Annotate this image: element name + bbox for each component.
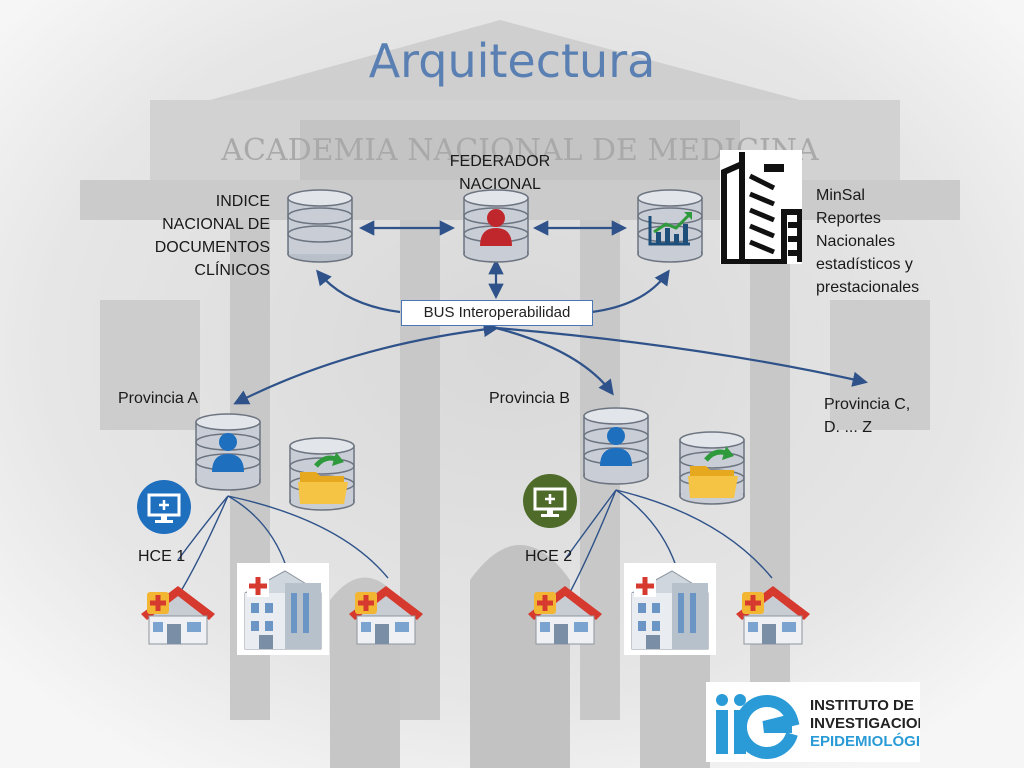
logo-line1: INSTITUTO DE — [810, 697, 914, 714]
iie-logo-graphic: INSTITUTO DE INVESTIGACIONES EPIDEMIOLÓG… — [716, 694, 952, 759]
folder-icon — [298, 452, 348, 504]
link-bus-provincia-a — [233, 321, 500, 405]
indice-database-icon — [287, 189, 353, 263]
reportes-database-icon — [637, 189, 703, 263]
link-prov-b-clinic1 — [567, 489, 617, 597]
link-prov-b-hospital — [615, 489, 677, 567]
hce1-label: HCE 1 — [138, 548, 186, 565]
building-inscription: ACADEMIA NACIONAL DE MEDICINA — [220, 133, 819, 168]
folder-icon — [688, 446, 738, 498]
provincia-c-label-line1: Provincia C, — [824, 396, 911, 413]
provincia-b-label: Provincia B — [489, 390, 570, 407]
link-prov-b-clinic2 — [615, 489, 773, 579]
hce2-label: HCE 2 — [525, 548, 573, 565]
federador-label-line2: NACIONAL — [459, 176, 541, 193]
clinic-icon — [349, 586, 423, 645]
page-title: Arquitectura — [368, 34, 656, 88]
logo-line2: INVESTIGACIONES — [810, 715, 920, 732]
clinic-icon — [528, 586, 602, 645]
clinic-icon — [141, 586, 215, 645]
minsal-label-line1: MinSal — [816, 187, 865, 204]
federador-label-line1: FEDERADOR — [449, 153, 551, 170]
provincia-c-label-line2: D. ... Z — [824, 419, 872, 436]
minsal-label-line5: prestacionales — [816, 279, 920, 296]
building-icon — [720, 150, 802, 264]
link-bus-reportes — [591, 269, 670, 314]
link-prov-b-hce2 — [565, 489, 617, 559]
provincia-a-database-icon — [195, 413, 261, 491]
hospital-icon — [624, 563, 716, 655]
link-prov-a-clinic1 — [177, 495, 229, 597]
link-bus-provincia-c — [495, 326, 869, 387]
iie-logo: INSTITUTO DE INVESTIGACIONES EPIDEMIOLÓG… — [706, 682, 952, 762]
clinic-icon — [736, 586, 810, 645]
minsal-label-line4: estadísticos y — [816, 256, 913, 273]
chart-icon — [648, 212, 692, 246]
hospital-icon — [237, 563, 329, 655]
federador-database-icon — [463, 189, 529, 263]
minsal-label-line2: Reportes — [816, 210, 881, 227]
logo-line3: EPIDEMIOLÓGICAS — [810, 732, 920, 750]
hce1-monitor-icon — [137, 480, 191, 534]
provincia-a-label: Provincia A — [118, 390, 199, 407]
bus-interoperabilidad-box: BUS Interoperabilidad — [401, 300, 593, 326]
hce2-monitor-icon — [523, 474, 577, 528]
link-prov-a-hospital — [227, 495, 287, 567]
minsal-label-line3: Nacionales — [816, 233, 896, 250]
provincia-a-documents-icon — [289, 437, 355, 511]
indice-label: INDICE NACIONAL DE DOCUMENTOS CLÍNICOS — [154, 193, 270, 279]
link-bus-indice — [316, 269, 401, 314]
provincia-b-documents-icon — [679, 431, 745, 505]
link-prov-a-clinic2 — [227, 495, 389, 579]
link-bus-provincia-b — [495, 326, 614, 396]
link-prov-a-hce1 — [177, 495, 229, 561]
provincia-b-database-icon — [583, 407, 649, 485]
